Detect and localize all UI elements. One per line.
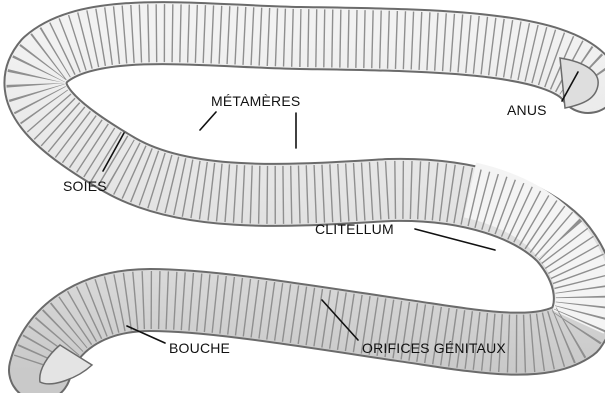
label-metameres: MÉTAMÈRES	[211, 93, 300, 109]
label-clitellum: CLITELLUM	[315, 221, 394, 237]
label-orifices-genitaux: ORIFICES GÉNITAUX	[362, 340, 506, 356]
label-bouche: BOUCHE	[169, 340, 230, 356]
clitellum-band	[470, 190, 583, 322]
leader-metameres-left	[200, 112, 216, 130]
label-anus: ANUS	[507, 102, 547, 118]
worm-body	[35, 33, 598, 384]
label-soies: SOIES	[63, 178, 107, 194]
